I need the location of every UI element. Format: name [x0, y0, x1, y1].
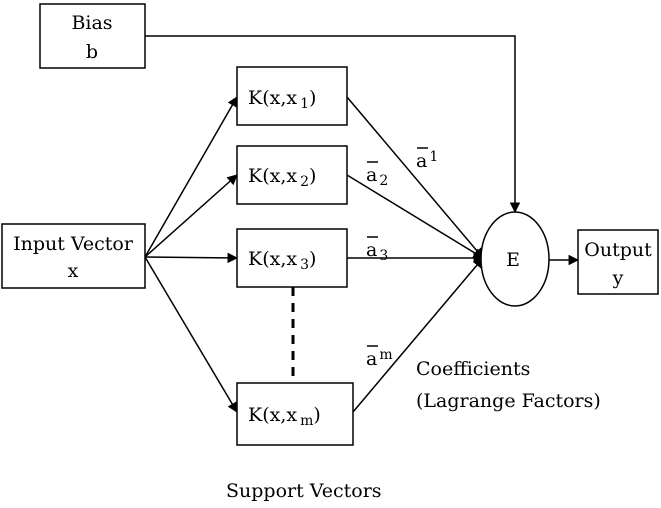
edge-bias-sum — [145, 35, 521, 214]
edge-k2-sum — [346, 174, 484, 259]
svg-text:a2: a2 — [366, 164, 388, 189]
svg-text:am: am — [366, 347, 393, 370]
output-label: Output — [584, 239, 652, 261]
input-vector-box: Input Vector x — [1, 223, 146, 289]
edge-input-km — [144, 256, 238, 413]
coefficients-label: Coefficients — [416, 358, 530, 380]
kernel-to-sum-edges — [346, 96, 485, 413]
bias-label: Bias — [71, 12, 112, 34]
input-to-kernel-edges — [144, 96, 239, 413]
output-symbol: y — [612, 267, 624, 289]
lagrange-factors-label: (Lagrange Factors) — [416, 390, 601, 412]
edge-km-sum — [352, 257, 484, 413]
edge-input-k2 — [144, 174, 238, 258]
input-symbol: x — [68, 260, 79, 282]
edge-input-k1 — [144, 96, 238, 258]
svg-text:a3: a3 — [366, 239, 388, 264]
svg-text:a1: a1 — [416, 149, 438, 172]
support-vectors-label: Support Vectors — [226, 480, 382, 502]
edge-input-k3 — [144, 252, 239, 264]
bias-symbol: b — [86, 41, 98, 63]
edge-k1-sum — [346, 96, 484, 259]
sum-node: E — [480, 211, 550, 307]
bias-box: Bias b — [39, 3, 146, 69]
input-label: Input Vector — [13, 233, 134, 255]
output-box: Output y — [577, 229, 659, 295]
sum-node-label: E — [506, 249, 520, 271]
